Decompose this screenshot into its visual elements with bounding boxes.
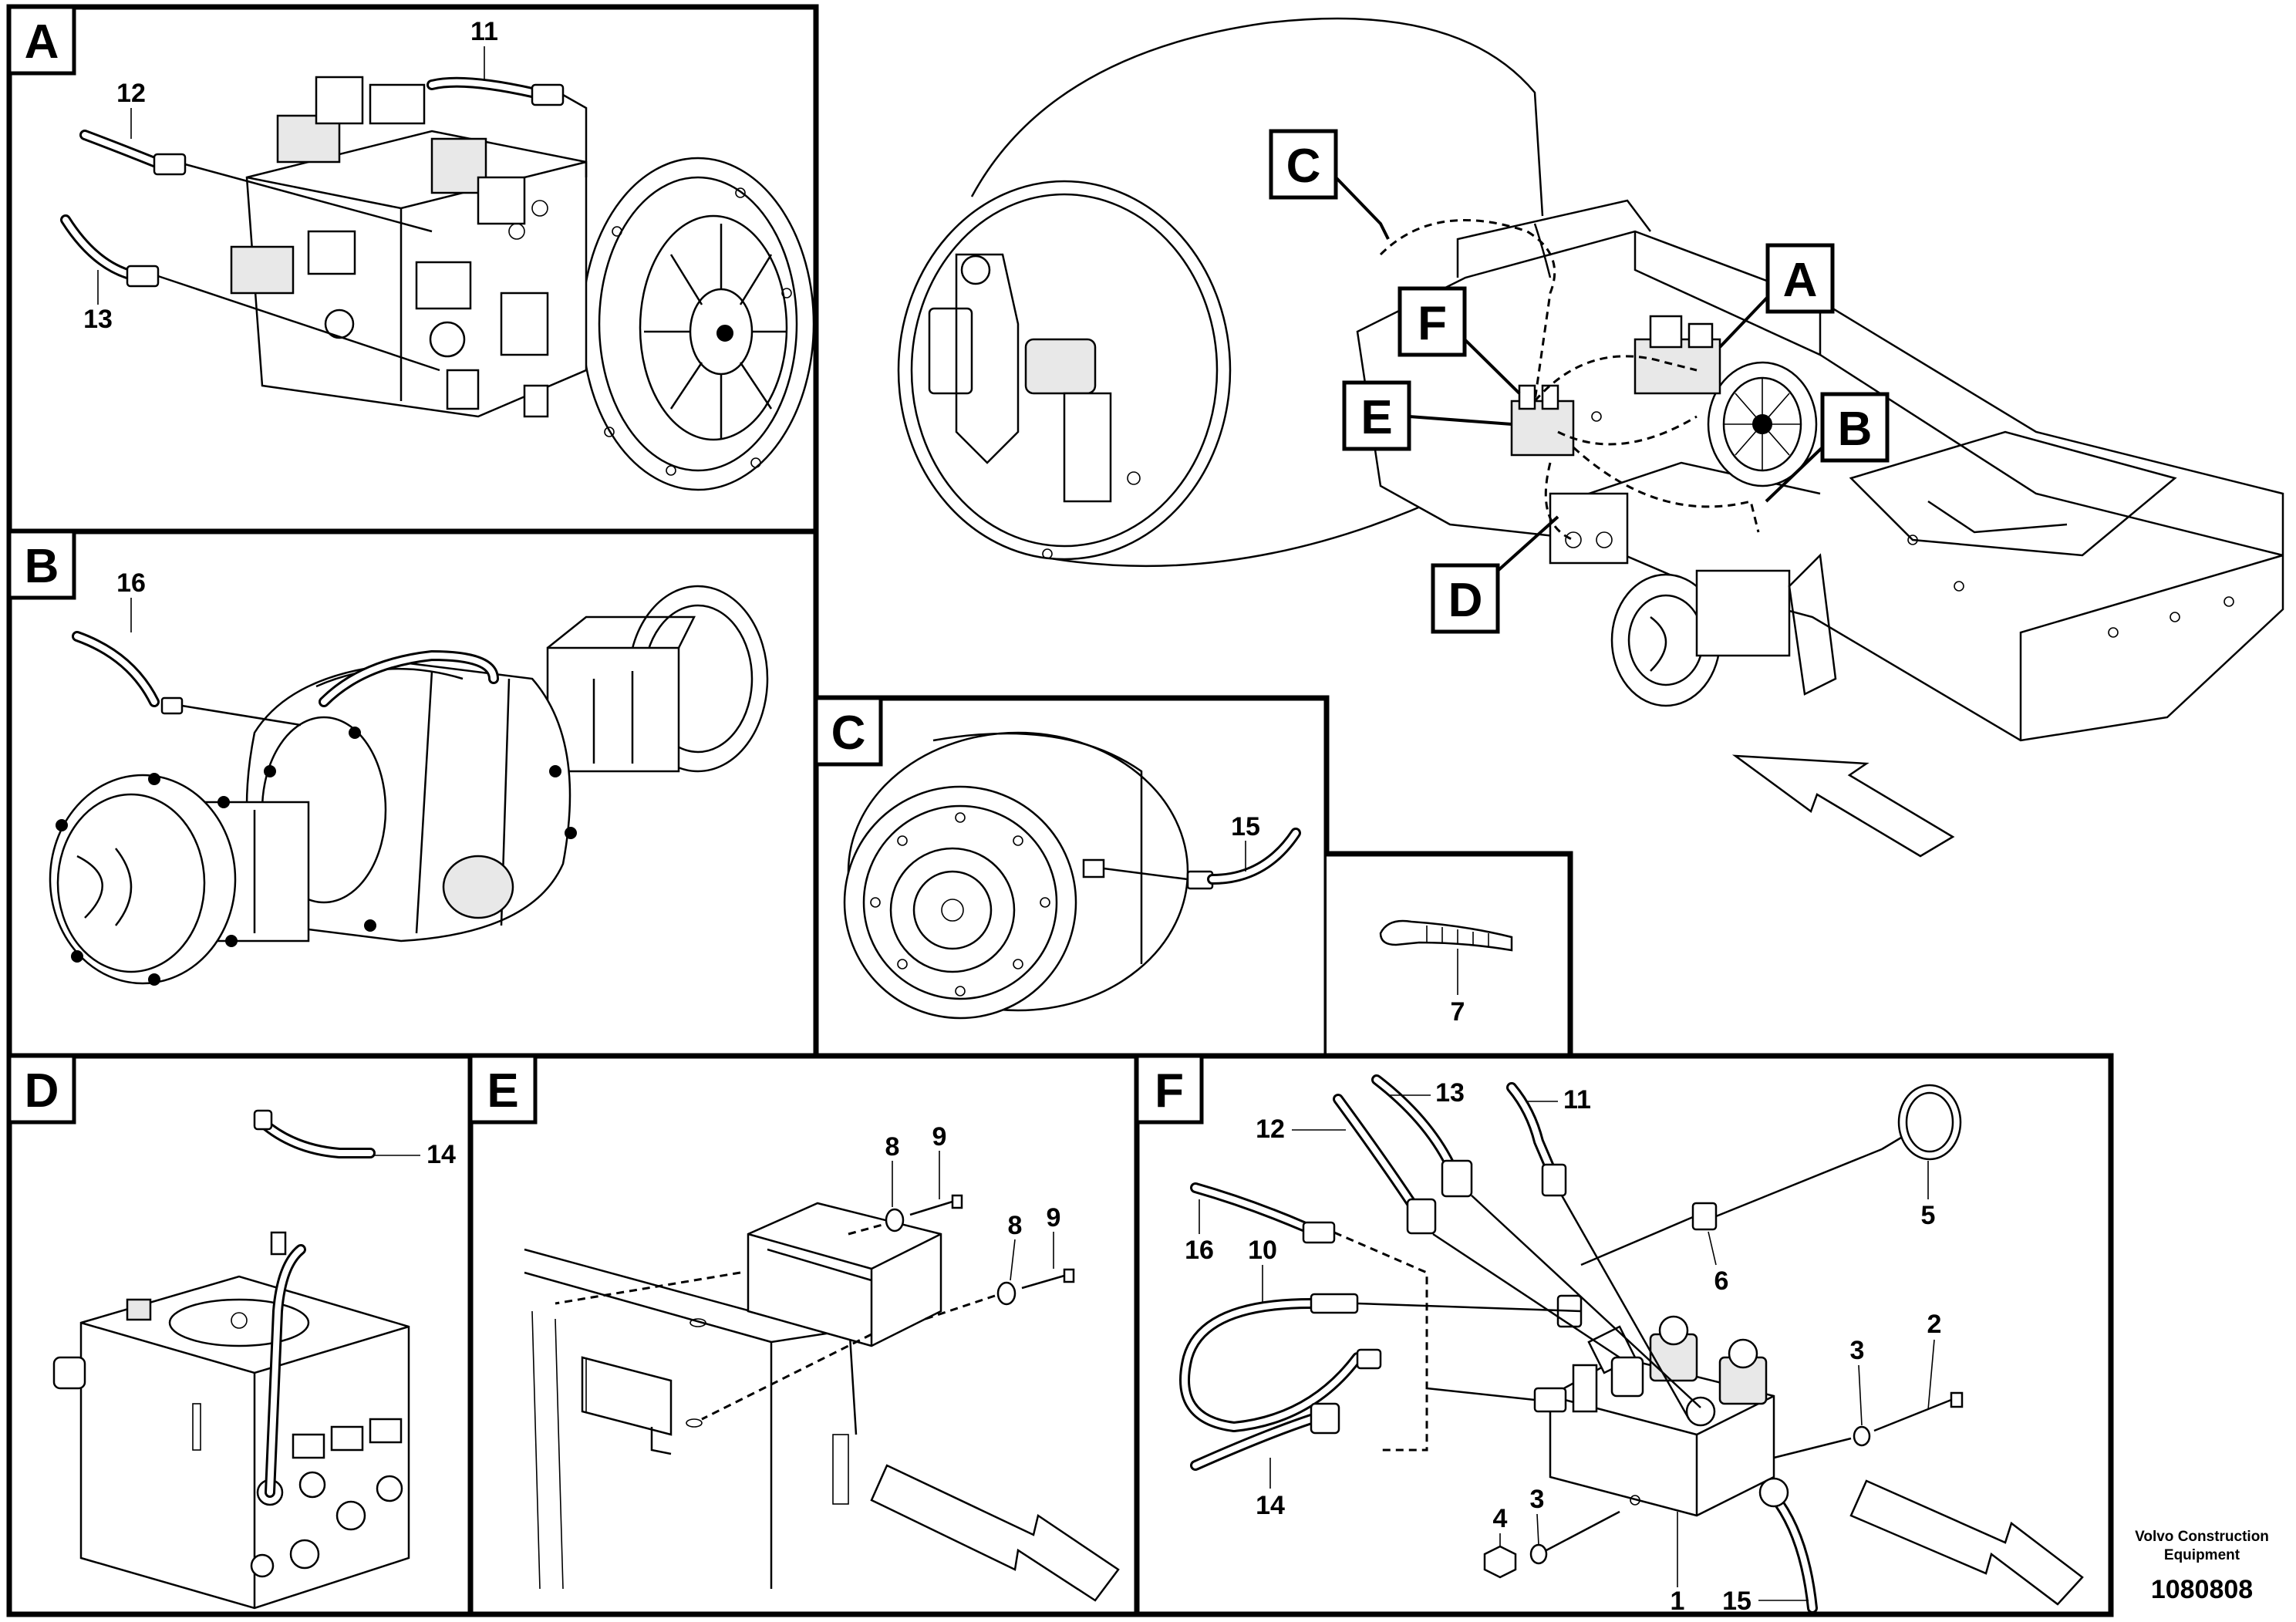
overview-tag-c: C (1269, 129, 1390, 240)
svg-text:D: D (25, 1064, 59, 1118)
svg-text:B: B (1838, 403, 1873, 456)
svg-text:B: B (25, 540, 59, 593)
svg-text:F: F (1155, 1064, 1184, 1118)
panel-d-hose (253, 1109, 376, 1498)
panel-d-tank-drawing (52, 1275, 410, 1610)
svg-text:C: C (831, 706, 866, 760)
panel-b-hose (72, 631, 499, 727)
svg-text:F: F (1418, 297, 1447, 350)
panel-a-pump-drawing (230, 76, 815, 491)
callout-f-12: 12 (1256, 1114, 1285, 1144)
callout-e-9b: 9 (1047, 1203, 1061, 1233)
doc-number: 1080808 (2151, 1575, 2253, 1604)
callout-c-7: 7 (1451, 997, 1465, 1027)
svg-text:C: C (1286, 140, 1321, 193)
brand-line-2: Equipment (2164, 1547, 2240, 1563)
svg-text:A: A (25, 15, 59, 69)
leader-e-8b (1010, 1239, 1016, 1281)
brand-line-1: Volvo Construction (2135, 1529, 2269, 1545)
overview-tag-f: F (1397, 286, 1521, 395)
callout-f-14: 14 (1256, 1491, 1285, 1520)
panel-tag-b: B (7, 529, 76, 600)
cable-tie-drawing (1379, 919, 1513, 952)
panel-tag-c: C (814, 696, 883, 767)
overview-tag-a: A (1718, 243, 1835, 349)
svg-text:A: A (1783, 254, 1818, 307)
callout-e-9a: 9 (932, 1122, 947, 1152)
overview-machine-drawing (897, 17, 2284, 742)
callout-d-14: 14 (426, 1140, 456, 1169)
panel-f-valve-drawing (1426, 1294, 1775, 1517)
callout-f-3b: 3 (1530, 1485, 1545, 1514)
callout-f-5: 5 (1921, 1201, 1936, 1230)
svg-text:D: D (1448, 574, 1483, 627)
callout-e-8a: 8 (885, 1132, 900, 1162)
callout-f-6: 6 (1714, 1266, 1729, 1296)
callout-f-2: 2 (1927, 1310, 1942, 1339)
panel-tag-a: A (7, 5, 76, 76)
callout-f-11: 11 (1563, 1085, 1591, 1114)
panel-tag-f: F (1135, 1054, 1204, 1125)
panel-tag-d: D (7, 1054, 76, 1125)
panel-tag-e: E (468, 1054, 538, 1125)
callout-b-16: 16 (116, 568, 146, 598)
callout-e-8b: 8 (1008, 1211, 1023, 1240)
panel-b-axle-drawing (49, 585, 769, 986)
callout-a-13: 13 (83, 305, 113, 334)
leader-f-6 (1708, 1231, 1717, 1266)
overview-tag-b: B (1765, 392, 1890, 503)
svg-text:E: E (487, 1064, 518, 1118)
svg-text:E: E (1360, 391, 1392, 444)
callout-a-11: 11 (470, 17, 498, 46)
panel-e-direction-arrow (870, 1464, 1120, 1602)
panel-e-frame (467, 1053, 1140, 1617)
leader-f-3b (1536, 1513, 1539, 1546)
callout-f-10: 10 (1248, 1236, 1277, 1265)
callout-f-4: 4 (1493, 1504, 1508, 1533)
callout-f-15: 15 (1722, 1587, 1752, 1616)
callout-f-13: 13 (1435, 1078, 1465, 1108)
callout-f-3a: 3 (1850, 1336, 1865, 1365)
callout-f-16: 16 (1185, 1236, 1214, 1265)
overview-direction-arrow (1731, 754, 1955, 858)
panel-f-gauge-and-bolts (1483, 1084, 1964, 1579)
leader-f-3a (1858, 1364, 1863, 1426)
panel-c-motor-drawing (843, 731, 1189, 1020)
panel-e-frame-drawing (524, 1202, 942, 1590)
callout-c-15: 15 (1231, 812, 1260, 841)
panel-f-direction-arrow (1849, 1479, 2084, 1606)
callout-a-12: 12 (116, 79, 146, 108)
leader-f-2 (1927, 1339, 1935, 1411)
panel-e-fasteners (555, 1194, 1075, 1421)
overview-tag-d: D (1431, 515, 1559, 634)
panel-a-hoses (60, 76, 588, 372)
callout-f-1: 1 (1671, 1587, 1685, 1616)
overview-tag-e: E (1342, 380, 1512, 451)
panel-f-hoses (1179, 1074, 1818, 1614)
panel-c-tie-frame (1327, 851, 1573, 1059)
panel-c-hose (1103, 828, 1301, 890)
